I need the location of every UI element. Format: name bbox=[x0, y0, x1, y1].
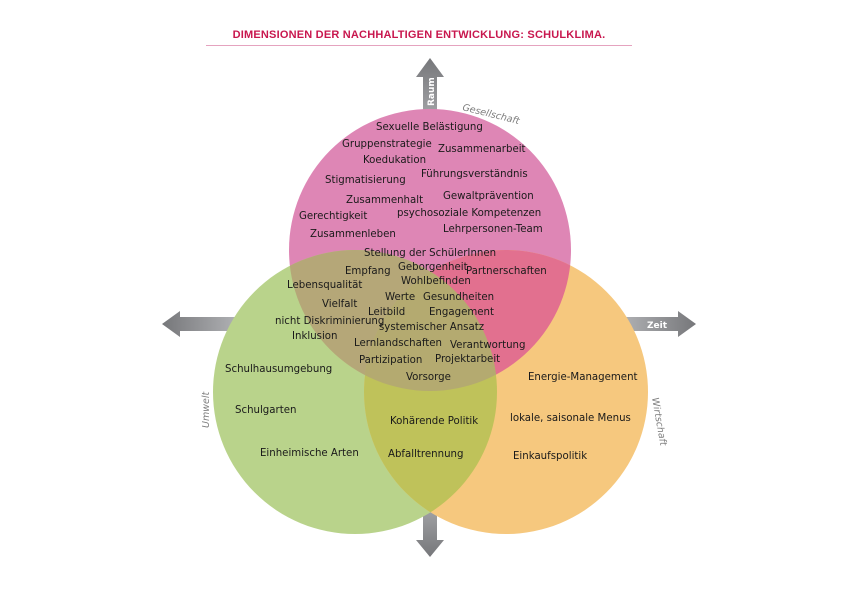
arrow-right-icon bbox=[620, 311, 696, 337]
label: Zusammenarbeit bbox=[438, 144, 526, 155]
label: Stigmatisierung bbox=[325, 175, 406, 186]
label: nicht Diskriminierung bbox=[275, 316, 384, 327]
label: Vorsorge bbox=[406, 372, 451, 383]
arrow-right-zeit: Zeit bbox=[620, 311, 696, 337]
axis-label-raum: Raum bbox=[427, 77, 437, 106]
label: Einheimische Arten bbox=[260, 448, 359, 459]
label: Kohärende Politik bbox=[390, 416, 478, 427]
axis-label-zeit: Zeit bbox=[647, 321, 668, 331]
arrow-up-raum: Raum bbox=[416, 58, 444, 125]
label: Partizipation bbox=[359, 355, 422, 366]
label: Gewaltprävention bbox=[443, 191, 534, 202]
label: Gerechtigkeit bbox=[299, 211, 367, 222]
label: Vielfalt bbox=[322, 299, 357, 310]
label: Partnerschaften bbox=[466, 266, 547, 277]
label: Koedukation bbox=[363, 155, 426, 166]
label: Schulgarten bbox=[235, 405, 296, 416]
label: psychosoziale Kompetenzen bbox=[397, 208, 541, 219]
label: Lehrpersonen-Team bbox=[443, 224, 543, 235]
label: Engagement bbox=[429, 307, 494, 318]
dimension-label-economy: Wirtschaft bbox=[649, 397, 669, 448]
label: Geborgenheit bbox=[398, 262, 468, 273]
label: Zusammenhalt bbox=[346, 195, 423, 206]
label: Gesundheiten bbox=[423, 292, 494, 303]
label: Projektarbeit bbox=[435, 354, 500, 365]
label: Leitbild bbox=[368, 307, 405, 318]
label: Verantwortung bbox=[450, 340, 525, 351]
label: Energie-Management bbox=[528, 372, 638, 383]
label: Inklusion bbox=[292, 331, 337, 342]
overlap-all-three bbox=[364, 250, 497, 391]
arrow-left bbox=[162, 311, 240, 337]
dimension-label-environment: Umwelt bbox=[201, 391, 212, 428]
label: Werte bbox=[385, 292, 415, 303]
arrow-left-icon bbox=[162, 311, 240, 337]
label: Empfang bbox=[345, 266, 391, 277]
label: Sexuelle Belästigung bbox=[376, 122, 483, 133]
label: Zusammenleben bbox=[310, 229, 396, 240]
label: lokale, saisonale Menus bbox=[510, 413, 631, 424]
diagram-title: DIMENSIONEN DER NACHHALTIGEN ENTWICKLUNG… bbox=[232, 29, 606, 41]
label: Stellung der SchülerInnen bbox=[364, 248, 496, 259]
label: Abfalltrennung bbox=[388, 449, 463, 460]
label: Führungsverständnis bbox=[421, 169, 528, 180]
title-divider bbox=[206, 45, 632, 46]
label: Gruppenstrategie bbox=[342, 139, 432, 150]
arrow-up-icon bbox=[416, 58, 444, 125]
label: Lebensqualität bbox=[287, 280, 362, 291]
label: Lernlandschaften bbox=[354, 338, 442, 349]
label: Schulhausumgebung bbox=[225, 364, 332, 375]
label: Einkaufspolitik bbox=[513, 451, 587, 462]
label: systemischer Ansatz bbox=[379, 322, 484, 333]
label: Wohlbefinden bbox=[401, 276, 471, 287]
